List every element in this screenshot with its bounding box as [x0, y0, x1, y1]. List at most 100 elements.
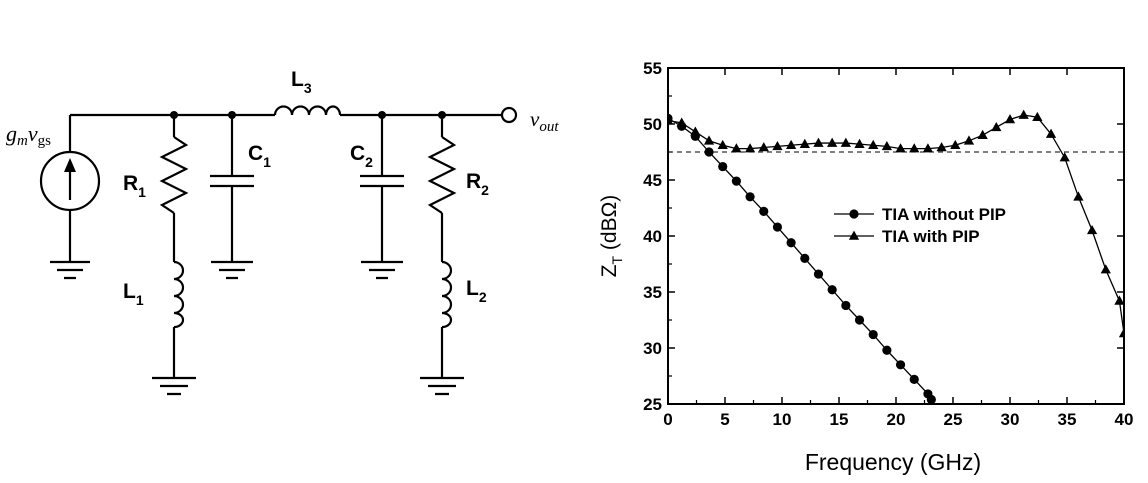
series-line	[668, 117, 932, 400]
y-tick-label: 45	[643, 171, 662, 190]
data-point-triangle	[785, 139, 797, 150]
data-point-triangle	[991, 121, 1002, 132]
data-point-circle	[745, 192, 755, 202]
output-terminal	[500, 106, 518, 124]
data-point-triangle	[703, 135, 715, 145]
data-point-triangle	[717, 139, 728, 150]
data-point-circle	[813, 269, 824, 279]
legend-marker-circle	[849, 209, 859, 219]
data-point-triangle	[909, 143, 920, 153]
data-point-triangle	[881, 141, 893, 151]
data-point-triangle	[950, 139, 961, 150]
data-point-circle	[909, 374, 919, 384]
data-point-circle	[868, 329, 878, 340]
x-tick-label: 35	[1058, 410, 1077, 429]
label-c2: C2	[350, 142, 373, 170]
data-point-circle	[718, 161, 728, 172]
label-l3: L3	[291, 68, 312, 96]
inductor-l2	[441, 260, 453, 329]
data-point-triangle	[1018, 109, 1029, 119]
data-point-circle	[731, 176, 741, 186]
data-point-triangle	[1059, 152, 1070, 162]
data-point-triangle	[1004, 114, 1016, 124]
x-axis-label: Frequency (GHz)	[805, 449, 981, 475]
data-point-triangle	[668, 115, 674, 125]
capacitor-c1	[210, 174, 254, 188]
data-point-triangle	[758, 142, 769, 152]
resistor-r2	[427, 136, 457, 214]
plot-frame	[667, 67, 1125, 405]
y-tick-label: 30	[643, 339, 662, 358]
data-point-triangle	[1086, 225, 1098, 235]
data-point-triangle	[676, 117, 687, 127]
data-point-circle	[800, 253, 810, 263]
y-axis-label: ZT (dBΩ)	[598, 195, 625, 278]
x-tick-label: 20	[887, 410, 906, 429]
x-tick-label: 25	[944, 410, 963, 429]
circuit-schematic: gmvgs vout L3 R1 C1 C2 R2 L1 L2	[6, 68, 559, 396]
label-c1: C1	[248, 142, 271, 170]
inductor-l1	[173, 260, 185, 329]
data-point-triangle	[1032, 111, 1043, 122]
legend-label: TIA with PIP	[882, 227, 980, 246]
data-point-triangle	[840, 137, 851, 147]
data-point-triangle	[1073, 191, 1084, 201]
y-tick-label: 35	[643, 283, 662, 302]
data-point-triangle	[922, 143, 934, 153]
data-point-triangle	[827, 137, 838, 147]
data-point-triangle	[963, 135, 975, 145]
node-dot	[378, 111, 386, 119]
label-l2: L2	[466, 277, 487, 305]
y-tick-label: 25	[643, 395, 662, 414]
data-point-triangle	[936, 142, 947, 152]
data-point-circle	[841, 300, 851, 311]
legend: TIA without PIP TIA with PIP	[834, 205, 1006, 246]
data-point-circle	[759, 206, 769, 216]
x-tick-label: 30	[1001, 410, 1020, 429]
data-point-triangle	[1114, 295, 1124, 305]
node-dot	[438, 111, 446, 119]
node-dot	[170, 111, 178, 119]
label-r1: R1	[123, 172, 146, 200]
legend-label: TIA without PIP	[882, 205, 1006, 224]
source-label: gmvgs	[6, 121, 51, 149]
data-point-circle	[827, 285, 837, 295]
data-point-triangle	[690, 126, 701, 136]
legend-marker-triangle	[848, 230, 860, 240]
data-point-triangle	[868, 139, 879, 150]
data-point-triangle	[731, 143, 742, 153]
capacitor-c2	[360, 174, 404, 188]
inductor-l3	[273, 105, 342, 116]
ground-c2	[361, 260, 403, 280]
data-point-triangle	[1045, 128, 1057, 138]
label-l1: L1	[123, 280, 144, 308]
data-point-circle	[895, 360, 906, 370]
data-point-circle	[704, 147, 714, 157]
data-point-triangle	[772, 141, 783, 151]
data-point-circle	[882, 345, 892, 355]
data-point-triangle	[977, 129, 988, 139]
output-label: vout	[530, 107, 559, 135]
y-tick-label: 40	[643, 227, 662, 246]
x-tick-label: 15	[830, 410, 849, 429]
data-point-circle	[926, 394, 936, 404]
ground-c1	[211, 260, 253, 280]
resistor-r1	[159, 136, 189, 214]
node-dot	[228, 111, 236, 119]
data-point-circle	[772, 222, 783, 232]
y-tick-label: 50	[643, 115, 662, 134]
x-tick-label: 10	[773, 410, 792, 429]
data-point-triangle	[1118, 328, 1124, 338]
data-point-triangle	[1100, 264, 1111, 274]
x-tick-label: 0	[663, 410, 672, 429]
x-tick-label: 40	[1115, 410, 1134, 429]
data-point-triangle	[813, 137, 824, 147]
ground-l1	[152, 376, 196, 396]
y-tick-label: 55	[643, 59, 662, 78]
x-tick-label: 5	[720, 410, 729, 429]
data-point-circle	[786, 238, 796, 248]
data-point-triangle	[744, 143, 756, 153]
ground-l2	[420, 376, 464, 396]
source-arrowhead-icon	[64, 158, 76, 172]
